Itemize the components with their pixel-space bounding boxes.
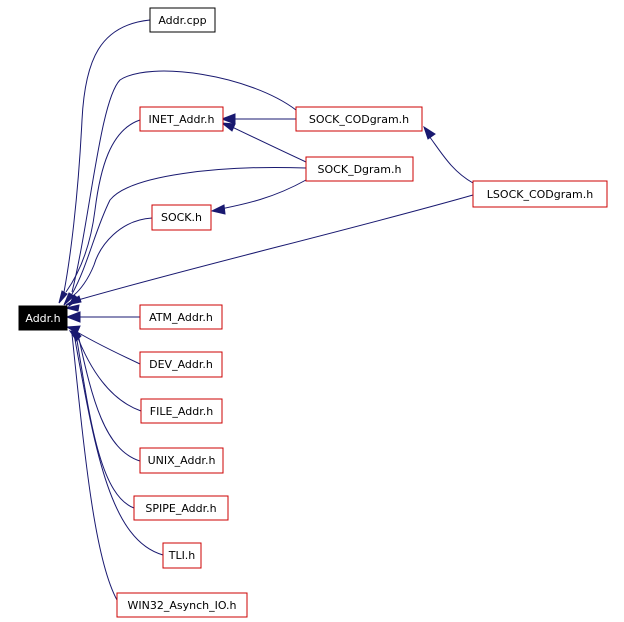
edge-lsock-to-sock-codgram: [425, 131, 474, 184]
edge-sock-codgram-to-addr-h: [71, 70, 297, 293]
arrowhead: [210, 204, 226, 215]
edge-dev-to-addr-h: [71, 328, 141, 365]
node-sock-h[interactable]: SOCK.h: [151, 204, 212, 231]
node-dev-addr-h[interactable]: DEV_Addr.h: [139, 351, 223, 378]
node-label: SOCK.h: [161, 211, 202, 224]
edges: [63, 19, 474, 601]
edge-inet-to-addr-h: [65, 119, 141, 293]
edge-spipe-to-addr-h: [75, 333, 135, 509]
arrowhead: [63, 292, 75, 306]
node-inet-addr-h[interactable]: INET_Addr.h: [139, 106, 224, 132]
edge-sock-to-addr-h: [73, 217, 153, 296]
node-win32-asynch-io-h[interactable]: WIN32_Asynch_IO.h: [116, 592, 248, 618]
node-addr-h[interactable]: Addr.h: [18, 305, 68, 331]
node-label: ATM_Addr.h: [149, 311, 213, 324]
node-lsock-codgram-h[interactable]: LSOCK_CODgram.h: [472, 180, 608, 208]
edge-sock-dgram-to-sock: [215, 179, 307, 211]
node-label: TLI.h: [168, 549, 196, 562]
node-spipe-addr-h[interactable]: SPIPE_Addr.h: [133, 495, 229, 521]
edge-unix-to-addr-h: [77, 333, 141, 462]
edge-sock-dgram-to-addr-h: [71, 166, 307, 295]
arrowhead: [65, 304, 80, 312]
arrowhead: [220, 122, 236, 132]
node-label: Addr.h: [25, 312, 60, 325]
arrowheads: [58, 113, 436, 342]
node-label: SOCK_Dgram.h: [318, 163, 402, 176]
node-label: UNIX_Addr.h: [148, 454, 216, 467]
arrowhead: [58, 290, 68, 304]
arrowhead: [65, 311, 81, 323]
node-label: Addr.cpp: [158, 14, 206, 27]
edge-addr-cpp-to-addr-h: [63, 19, 151, 293]
node-file-addr-h[interactable]: FILE_Addr.h: [140, 398, 223, 424]
node-unix-addr-h[interactable]: UNIX_Addr.h: [139, 447, 224, 474]
node-label: DEV_Addr.h: [149, 358, 213, 371]
arrowhead: [65, 325, 81, 334]
arrowhead: [65, 295, 82, 306]
node-sock-dgram-h[interactable]: SOCK_Dgram.h: [305, 156, 414, 182]
node-addr-cpp[interactable]: Addr.cpp: [149, 7, 216, 33]
node-sock-codgram-h[interactable]: SOCK_CODgram.h: [295, 106, 423, 132]
arrowhead: [220, 113, 236, 125]
edge-tli-to-addr-h: [73, 333, 164, 556]
node-label: FILE_Addr.h: [150, 405, 213, 418]
arrowhead: [71, 329, 82, 342]
node-atm-addr-h[interactable]: ATM_Addr.h: [139, 304, 223, 330]
arrowhead: [423, 125, 436, 140]
edge-lsock-to-addr-h: [77, 194, 474, 301]
edge-win32-to-addr-h: [71, 333, 118, 601]
node-label: SPIPE_Addr.h: [145, 502, 216, 515]
node-label: INET_Addr.h: [149, 113, 215, 126]
node-label: SOCK_CODgram.h: [309, 113, 409, 126]
node-label: LSOCK_CODgram.h: [487, 188, 593, 201]
node-label: WIN32_Asynch_IO.h: [127, 599, 236, 612]
node-tli-h[interactable]: TLI.h: [162, 542, 202, 569]
edge-sock-dgram-to-inet: [229, 125, 307, 163]
